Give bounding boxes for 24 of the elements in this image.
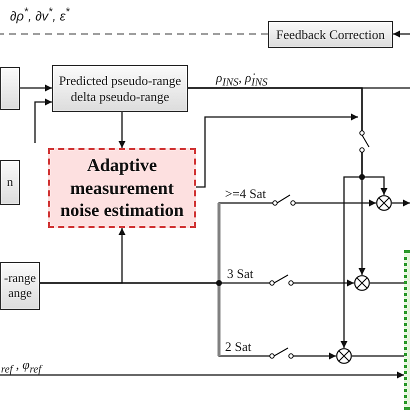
edge-label: 3 Sat <box>227 266 254 282</box>
multiplier-symbol <box>354 275 370 291</box>
multiplier-symbol <box>376 195 392 211</box>
arrow <box>34 98 52 143</box>
arrow <box>196 114 358 188</box>
arrow <box>392 200 410 206</box>
filter-box <box>404 250 410 410</box>
estimation-box: Adaptive measurement noise estimation <box>48 148 196 228</box>
arrow <box>20 84 52 92</box>
edge-label: >=4 Sat <box>225 186 266 202</box>
process-box: -range ange <box>0 262 40 310</box>
arrow <box>118 112 126 148</box>
process-box <box>0 67 20 110</box>
arrow <box>0 372 404 378</box>
process-box: n <box>0 160 20 205</box>
edge-label: 2 Sat <box>225 339 252 355</box>
process-box: Predicted pseudo-range delta pseudo-range <box>52 65 188 112</box>
process-box: Feedback Correction <box>268 21 393 48</box>
arrow <box>188 87 363 348</box>
edge-label: ρ$_{INS}$, ρ̇$_{INS}$ <box>216 70 268 89</box>
variable-label: ∂ρ$^{*}$, ∂v$^{*}$, ε$^{*}$ <box>10 6 70 24</box>
edge-label: $_{ref}$ , φ$_{ref}$ <box>1 357 42 376</box>
arrow <box>393 30 410 38</box>
multiplier-symbol <box>336 348 352 364</box>
